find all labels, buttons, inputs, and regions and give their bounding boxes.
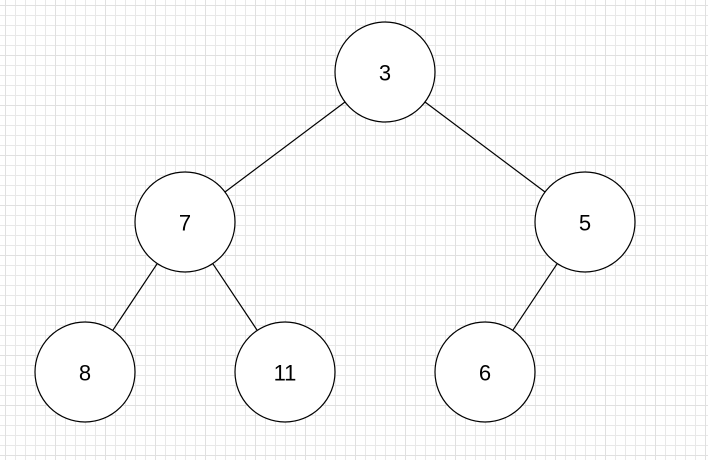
node-circle bbox=[234, 321, 336, 423]
tree-node-5: 5 bbox=[534, 171, 636, 273]
edges-layer bbox=[112, 101, 558, 331]
node-label: 3 bbox=[379, 61, 391, 86]
node-label: 11 bbox=[274, 361, 297, 386]
tree-node-7: 7 bbox=[134, 171, 236, 273]
node-label: 6 bbox=[479, 361, 491, 386]
node-circle bbox=[534, 171, 636, 273]
node-label: 7 bbox=[179, 211, 191, 236]
node-circle bbox=[434, 321, 536, 423]
edge-n3-n7 bbox=[224, 101, 346, 193]
node-circle bbox=[334, 21, 436, 123]
tree-node-11: 11 bbox=[234, 321, 336, 423]
tree-node-8: 8 bbox=[34, 321, 136, 423]
edge-n5-n6 bbox=[512, 263, 558, 331]
edge-n7-n11 bbox=[212, 263, 258, 331]
tree-node-3: 3 bbox=[334, 21, 436, 123]
tree-node-6: 6 bbox=[434, 321, 536, 423]
edge-n3-n5 bbox=[424, 101, 546, 193]
edge-n7-n8 bbox=[112, 263, 158, 331]
node-circle bbox=[34, 321, 136, 423]
node-circle bbox=[134, 171, 236, 273]
node-label: 5 bbox=[579, 211, 591, 236]
nodes-layer: 3 7 5 8 11 6 bbox=[34, 21, 636, 423]
node-label: 8 bbox=[79, 361, 91, 386]
